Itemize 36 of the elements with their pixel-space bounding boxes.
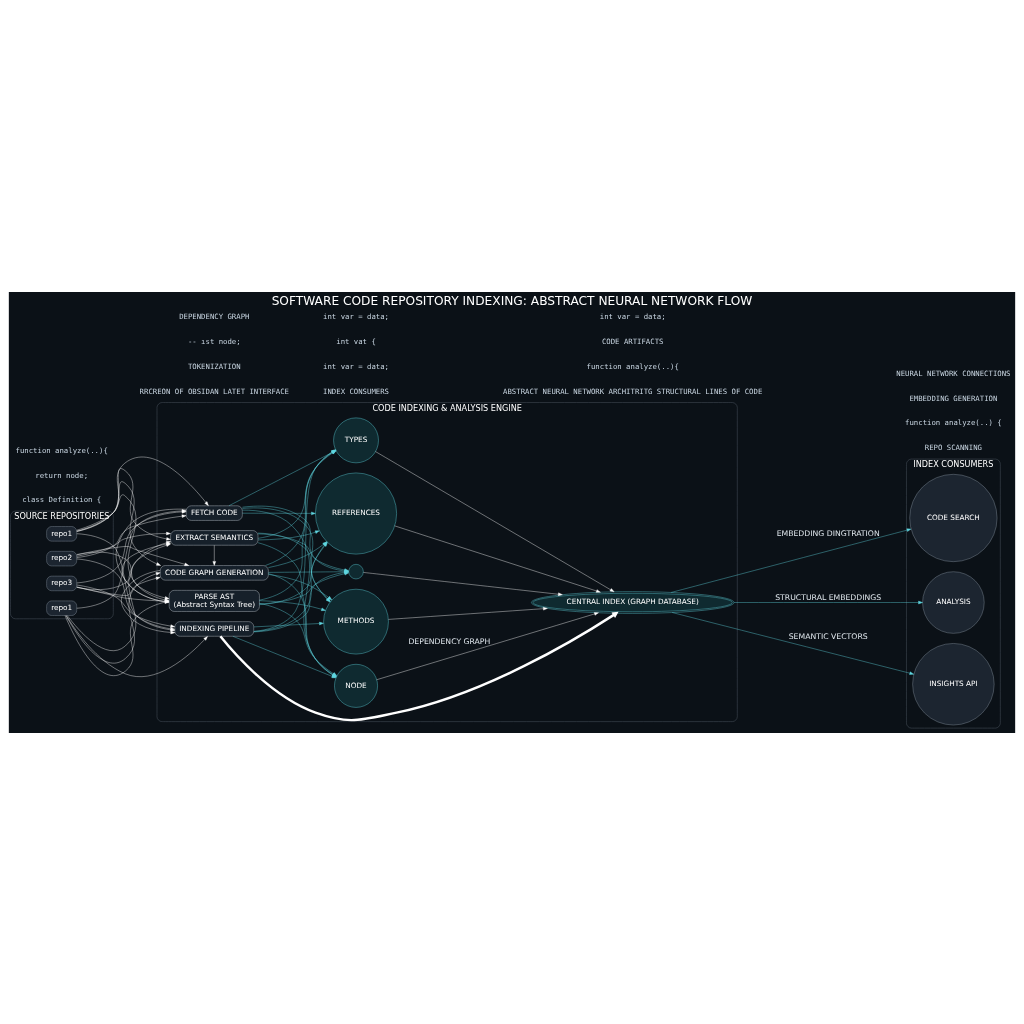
- arrow: [259, 599, 326, 611]
- arrow: [265, 449, 336, 566]
- arrow: [257, 532, 331, 602]
- arrow: [375, 450, 615, 592]
- arrow: [76, 509, 187, 583]
- arrow: [76, 514, 187, 558]
- arrow: [670, 528, 912, 593]
- arrow: [242, 511, 316, 515]
- arrow: [76, 508, 187, 608]
- arrow: [76, 468, 171, 540]
- arrow: [257, 530, 320, 540]
- arrow: [388, 606, 548, 620]
- arrow: [259, 541, 328, 605]
- arrow: [253, 541, 328, 632]
- arrow: [219, 611, 619, 721]
- arrow: [268, 573, 333, 600]
- arrow: [65, 571, 161, 663]
- arrow: [376, 611, 599, 680]
- arrow: [253, 449, 336, 632]
- diagram-title: SOFTWARE CODE REPOSITORY INDEXING: ABSTRACT NEURAL NETWORK FLOW: [271, 293, 753, 308]
- arrow: [671, 611, 914, 675]
- arrow: [228, 449, 337, 506]
- arrow: [394, 525, 601, 593]
- arrow: [268, 541, 328, 568]
- arrow: [76, 584, 175, 628]
- node-circle: [348, 563, 364, 579]
- arrow: [76, 576, 161, 596]
- arrow: [259, 449, 336, 600]
- arrow: [76, 481, 161, 566]
- arrow: [733, 600, 923, 604]
- arrow: [257, 449, 337, 539]
- arrow: [242, 507, 331, 602]
- arrow: [212, 544, 216, 566]
- arrow: [363, 571, 563, 596]
- arrow: [66, 614, 208, 677]
- arrow: [253, 621, 324, 627]
